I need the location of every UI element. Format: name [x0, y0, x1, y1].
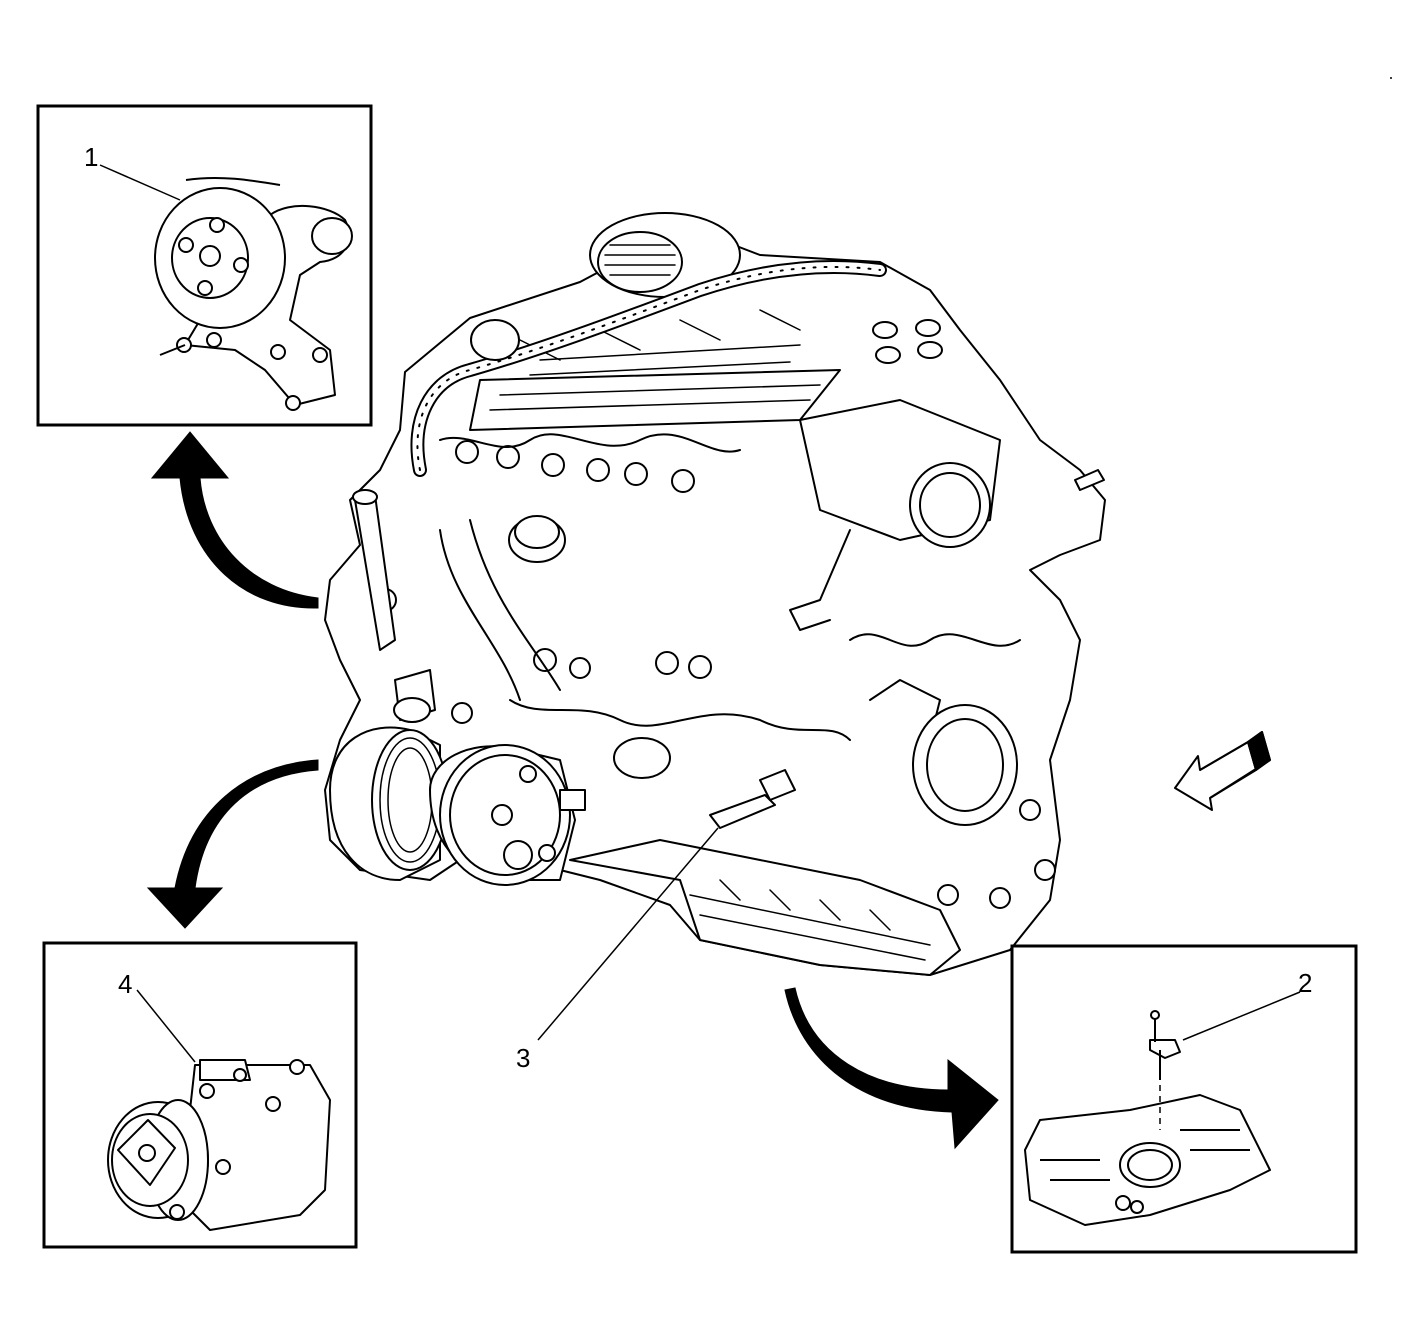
inset-panel-ac-compressor: 4	[42, 941, 358, 1249]
callout-1: 1	[84, 142, 98, 172]
callout-3: 3	[516, 1043, 530, 1073]
callout-4: 4	[118, 969, 132, 999]
curved-arrow-icon	[146, 431, 999, 1150]
callout-2: 2	[1298, 968, 1312, 998]
inset-panel-oil-pan: 2	[1010, 944, 1358, 1254]
registration-mark	[1390, 77, 1392, 79]
inset-panel-water-pump: 1	[36, 104, 373, 427]
engine-illustration	[324, 212, 1106, 976]
view-direction-arrow-icon	[1174, 731, 1271, 811]
callout-3-group: 3	[516, 827, 719, 1073]
